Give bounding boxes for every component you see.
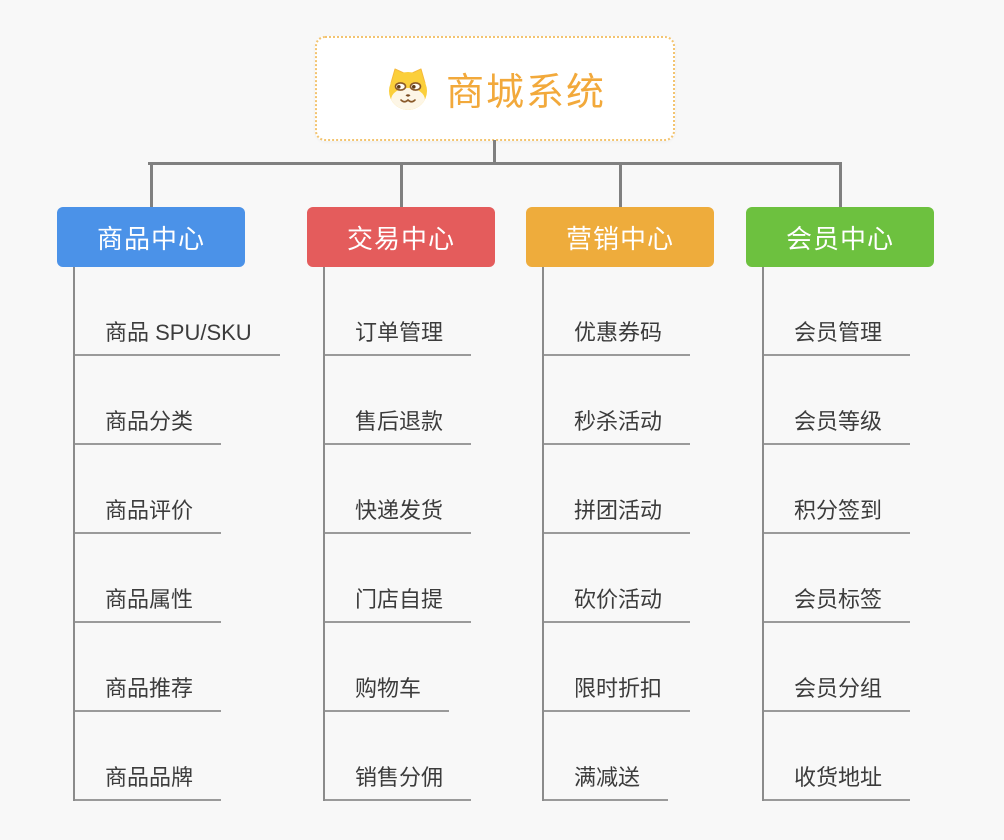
branch-connector-line [149,162,153,209]
child-node[interactable]: 购物车 [325,674,450,712]
dog-icon [384,67,432,111]
branch-node-1[interactable]: 商品中心 [57,207,245,267]
branch-node-4[interactable]: 会员中心 [746,207,934,267]
branch-children-column: 订单管理售后退款快递发货门店自提购物车销售分佣 [323,267,472,801]
branch-children-column: 会员管理会员等级积分签到会员标签会员分组收货地址 [762,267,911,801]
child-node[interactable]: 砍价活动 [544,585,691,623]
child-node[interactable]: 订单管理 [325,318,472,356]
root-connector-line [493,140,496,164]
child-node[interactable]: 商品品牌 [75,763,222,801]
branch-node-3[interactable]: 营销中心 [526,207,714,267]
branch-connector-line [618,162,622,209]
branch-children-column: 优惠券码秒杀活动拼团活动砍价活动限时折扣满减送 [542,267,691,801]
child-node[interactable]: 会员标签 [764,585,911,623]
branch-connector-line [838,162,842,209]
branch-children-column: 商品 SPU/SKU 商品分类商品评价商品属性商品推荐商品品牌 [73,267,280,801]
branch-node-2[interactable]: 交易中心 [307,207,495,267]
child-node[interactable]: 限时折扣 [544,674,691,712]
child-node[interactable]: 会员分组 [764,674,911,712]
root-node[interactable]: 商城系统 [315,36,675,141]
child-node[interactable]: 商品属性 [75,585,222,623]
child-node[interactable]: 秒杀活动 [544,407,691,445]
root-title: 商城系统 [445,72,606,114]
child-node[interactable]: 门店自提 [325,585,472,623]
child-node[interactable]: 商品分类 [75,407,222,445]
child-node[interactable]: 拼团活动 [544,496,691,534]
child-node[interactable]: 优惠券码 [544,318,691,356]
child-node[interactable]: 满减送 [544,763,669,801]
child-node[interactable]: 商品评价 [75,496,222,534]
child-node[interactable]: 会员等级 [764,407,911,445]
child-node[interactable]: 会员管理 [764,318,911,356]
child-node[interactable]: 售后退款 [325,407,472,445]
child-node[interactable]: 收货地址 [764,763,911,801]
child-node[interactable]: 销售分佣 [325,763,472,801]
child-node[interactable]: 商品推荐 [75,674,222,712]
child-node[interactable]: 商品 SPU/SKU [75,318,280,356]
branch-connector-line [399,162,403,209]
trunk-connector-line [148,162,841,165]
child-node[interactable]: 快递发货 [325,496,472,534]
child-node[interactable]: 积分签到 [764,496,911,534]
